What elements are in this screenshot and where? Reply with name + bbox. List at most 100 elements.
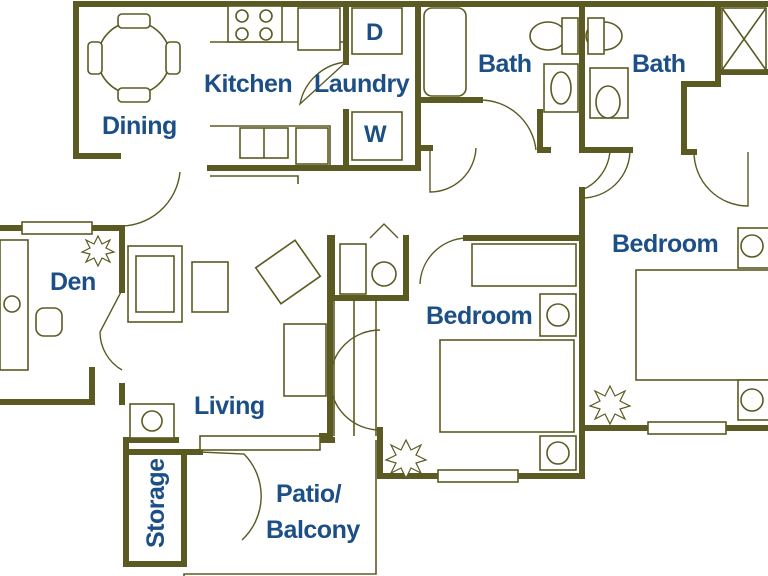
door-laundry — [298, 61, 347, 106]
armchair — [254, 239, 322, 305]
living-lamp — [141, 410, 163, 432]
dishwasher — [295, 127, 329, 165]
washer — [351, 111, 403, 161]
window-den — [21, 221, 93, 235]
appliance-label-washer: W — [364, 121, 387, 148]
wall-den-top-r — [89, 225, 125, 293]
laundry-fixtures — [351, 7, 403, 161]
wall-living-right — [319, 235, 333, 439]
bath2-fixtures — [585, 7, 767, 119]
tank-2 — [587, 17, 605, 55]
kitchen-fixtures — [227, 5, 341, 165]
dining-table — [97, 21, 171, 95]
wall-storage-left — [123, 437, 187, 567]
dining-chair-e — [165, 41, 181, 75]
wall-top-left — [73, 1, 121, 159]
kitchen-counter-lower — [210, 125, 331, 166]
den-chair-seat — [35, 307, 63, 337]
door-bath1 — [429, 147, 477, 193]
burner-4 — [259, 27, 273, 41]
room-label-bedroom-1: Bedroom — [426, 302, 532, 330]
door-bedroom1 — [419, 237, 467, 285]
window-bedroom1 — [437, 469, 519, 483]
wall-bath1-left — [415, 1, 483, 103]
wall-kitchen-bottom — [207, 97, 421, 171]
door-dining — [117, 171, 181, 227]
bedroom2-furniture — [635, 227, 768, 421]
bedroom1-lamp-bottom — [546, 441, 570, 465]
coffee-table — [191, 261, 229, 313]
wall-bath2-shower — [715, 1, 768, 75]
sofa-cushion — [135, 255, 175, 313]
room-label-patio-line1: Patio/ — [276, 480, 342, 508]
bedroom1-bed — [439, 339, 575, 433]
patio-outline — [183, 440, 377, 576]
window-living — [199, 435, 321, 451]
wall-bedroom1-left — [377, 427, 441, 479]
bedroom2-bed — [635, 269, 768, 381]
door-bedroom2 — [581, 149, 611, 191]
wall-bath1-right — [579, 1, 633, 153]
room-label-bath-1: Bath — [478, 50, 532, 78]
closet-shelf — [339, 243, 367, 295]
dining-chair-w — [87, 41, 103, 75]
wall-bath1-inner — [537, 109, 551, 153]
door-closet — [369, 223, 399, 239]
door-bath2-b — [581, 149, 631, 199]
burner-3 — [235, 27, 249, 41]
den-chair — [3, 295, 21, 313]
door-bath1-b — [479, 99, 537, 151]
room-label-dining: Dining — [102, 112, 177, 140]
dining-table-set — [87, 13, 181, 103]
plant-bedroom2-icon — [588, 384, 632, 426]
toilet-1 — [529, 21, 567, 51]
plant-bedroom1-icon — [384, 438, 428, 480]
room-label-storage: Storage — [142, 458, 170, 548]
door-patio — [199, 451, 262, 541]
windows — [21, 221, 727, 483]
den-furniture — [0, 239, 63, 371]
bedroom2-lamp-bottom — [740, 388, 764, 412]
room-label-bedroom-2: Bedroom — [612, 230, 718, 258]
wall-bath2-right — [681, 69, 721, 155]
dryer — [351, 7, 403, 55]
door-bedroom1-closet — [329, 329, 381, 431]
bedroom2-lamp-top — [740, 234, 764, 258]
tv-stand — [283, 323, 327, 397]
room-label-patio-line2: Balcony — [266, 516, 360, 544]
living-furniture — [127, 239, 327, 439]
bath1-sink — [550, 71, 572, 105]
refrigerator — [297, 7, 341, 51]
bedroom1-dresser — [471, 243, 577, 287]
burner-1 — [235, 9, 249, 23]
room-labels: Dining Kitchen Laundry Bath Bath Den Bed… — [50, 19, 719, 548]
door-bath2 — [693, 151, 749, 207]
burner-2 — [259, 9, 273, 23]
wall-den-bottom — [0, 367, 95, 405]
room-label-living: Living — [194, 392, 265, 420]
bath2-sink — [595, 85, 621, 119]
plant-den-icon — [80, 234, 116, 268]
window-bedroom2 — [647, 421, 727, 435]
dining-chair-n — [117, 13, 151, 29]
bathtub — [423, 7, 467, 97]
door-den — [99, 289, 123, 371]
appliance-label-dryer: D — [366, 19, 383, 46]
room-label-kitchen: Kitchen — [204, 70, 292, 98]
doors — [99, 61, 749, 541]
tank-1 — [561, 17, 579, 55]
shower-x-2 — [721, 7, 767, 71]
dining-chair-s — [117, 87, 151, 103]
kitchen-bar — [210, 175, 299, 184]
room-label-den: Den — [50, 268, 96, 296]
closet-fixture — [371, 261, 397, 287]
bedroom1-lamp-top — [546, 303, 570, 327]
bath1-fixtures — [423, 7, 579, 113]
wall-bedroom1-bottom — [515, 425, 585, 479]
room-label-laundry: Laundry — [314, 70, 410, 98]
room-label-bath-2: Bath — [632, 50, 686, 78]
bedroom1-furniture — [339, 243, 577, 471]
plants — [80, 234, 632, 480]
